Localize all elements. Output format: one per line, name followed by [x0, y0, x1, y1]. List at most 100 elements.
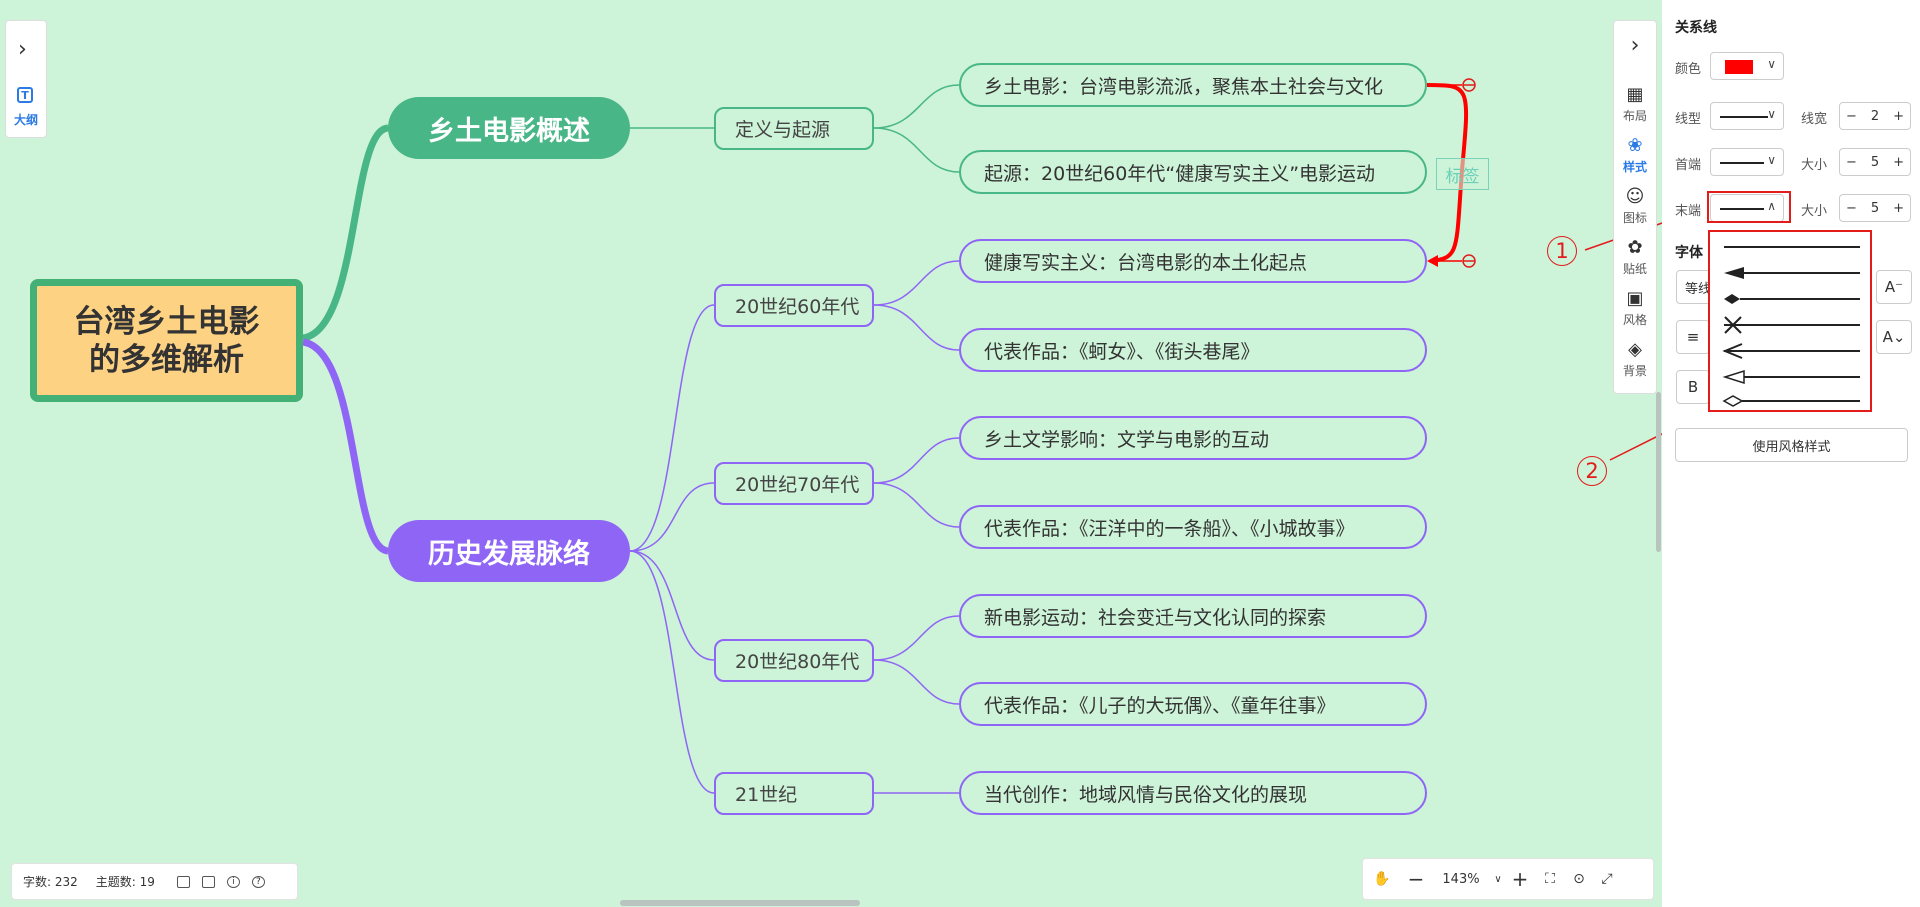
line-width-stepper[interactable]: −2+	[1839, 102, 1911, 130]
connector-branch-purple-sub	[629, 304, 715, 552]
right-toolbar: › ▦布局 ❀样式 ☺图标 ✿贴纸 ▣风格 ◈背景	[1613, 20, 1657, 394]
relation-section-title: 关系线	[1675, 20, 1717, 36]
connector-sub-leaf	[873, 659, 960, 705]
palette-icon: ❀	[1627, 135, 1643, 156]
hand-icon[interactable]: ✋	[1373, 871, 1391, 887]
end-style-dropdown	[1708, 230, 1872, 412]
color-swatch	[1725, 60, 1753, 74]
bold-button[interactable]: B	[1676, 370, 1710, 404]
connector-sub-leaf	[873, 437, 960, 484]
leaf-topic[interactable]: 代表作品：《汪洋中的一条船》、《小城故事》	[959, 505, 1427, 549]
start-size-stepper[interactable]: −5+	[1839, 148, 1911, 176]
line-type-label: 线型	[1675, 112, 1702, 127]
zoom-out-button[interactable]: −	[1407, 867, 1425, 891]
fit-screen-icon[interactable]: ⛶	[1545, 871, 1555, 887]
end-option-hollow-triangle[interactable]	[1722, 368, 1862, 386]
leaf-topic[interactable]: 代表作品：《儿子的大玩偶》、《童年往事》	[959, 682, 1427, 726]
leaf-topic[interactable]: 起源：20世纪60年代“健康写实主义”电影运动	[959, 150, 1427, 194]
font-color-icon[interactable]: A⌄	[1876, 320, 1912, 354]
leaf-topic[interactable]: 乡土电影：台湾电影流派，聚焦本土社会与文化	[959, 63, 1427, 107]
connector-branch-purple-sub	[629, 550, 715, 794]
font-section-title: 字体	[1675, 245, 1703, 261]
line-width-label: 线宽	[1801, 112, 1828, 127]
end-option-cross[interactable]	[1722, 316, 1862, 334]
start-label: 首端	[1675, 158, 1702, 173]
chevron-right-icon[interactable]: ›	[18, 37, 27, 62]
vertical-scrollbar[interactable]	[1656, 392, 1661, 552]
subtopic-1960s[interactable]: 20世纪60年代	[714, 284, 874, 327]
zoom-in-button[interactable]: +	[1511, 867, 1529, 891]
color-picker[interactable]: ∨	[1710, 52, 1784, 80]
line-type-select[interactable]: ∨	[1710, 102, 1784, 130]
end-option-open-arrow[interactable]	[1722, 342, 1862, 360]
leaf-topic[interactable]: 新电影运动：社会变迁与文化认同的探索	[959, 594, 1427, 638]
end-option-filled-diamond[interactable]	[1722, 290, 1862, 308]
apply-style-button[interactable]: 使用风格样式	[1675, 428, 1908, 462]
end-size-stepper[interactable]: −5+	[1839, 194, 1911, 222]
end-option-filled-triangle[interactable]	[1722, 264, 1862, 282]
chevron-down-icon[interactable]: ∨	[1494, 873, 1502, 885]
chevron-up-icon: ∧	[1767, 199, 1776, 213]
zoom-level[interactable]: 143%	[1442, 871, 1480, 887]
connector-branch-purple-sub	[629, 550, 715, 661]
root-topic-line2: 的多维解析	[89, 341, 244, 378]
connector-sub-leaf	[873, 482, 960, 528]
word-count: 字数: 232	[23, 875, 78, 889]
leaf-topic[interactable]: 健康写实主义：台湾电影的本土化起点	[959, 239, 1427, 283]
connector-sub-leaf	[873, 260, 960, 306]
leaf-topic[interactable]: 代表作品：《蚵女》、《街头巷尾》	[959, 328, 1427, 372]
connector-sub-leaf	[873, 84, 960, 129]
chevron-down-icon: ∨	[1767, 107, 1776, 121]
connector-sub-leaf	[873, 304, 960, 351]
subtopic-1970s[interactable]: 20世纪70年代	[714, 462, 874, 505]
relation-label[interactable]: 标签	[1436, 158, 1489, 190]
mindmap-canvas[interactable]: 台湾乡土电影的多维解析 乡土电影概述 历史发展脉络 定义与起源 20世纪60年代…	[0, 0, 1662, 907]
annotation-marker-2: 2	[1577, 456, 1607, 486]
style-panel: 关系线 颜色 ∨ 线型 ∨ 线宽 −2+ 首端 ∨ 大小 −5+ 末端 ∧ 大小…	[1662, 0, 1920, 907]
annotation-marker-1: 1	[1547, 236, 1577, 266]
chevron-down-icon: ∨	[1767, 153, 1776, 167]
end-option-none[interactable]	[1722, 238, 1862, 256]
layout-icon: ▦	[1626, 84, 1644, 105]
toolbar-theme[interactable]: ▣风格	[1614, 289, 1656, 328]
end-option-hollow-diamond[interactable]	[1722, 392, 1862, 410]
horizontal-scrollbar[interactable]	[620, 900, 860, 906]
layers-icon: ◈	[1628, 339, 1642, 360]
toolbar-style[interactable]: ❀样式	[1614, 136, 1656, 175]
subtopic-1980s[interactable]: 20世纪80年代	[714, 639, 874, 682]
status-bar: 字数: 232 主题数: 19 i ?	[11, 863, 298, 900]
root-topic[interactable]: 台湾乡土电影的多维解析	[30, 279, 303, 402]
help-icon[interactable]: ?	[251, 875, 265, 888]
branch-topic-history[interactable]: 历史发展脉络	[388, 520, 630, 582]
font-size-icon[interactable]: A⁻	[1876, 270, 1912, 304]
smiley-icon: ☺	[1625, 186, 1645, 207]
keyboard-icon[interactable]	[176, 875, 190, 888]
subtopic-21st-century[interactable]: 21世纪	[714, 772, 874, 815]
layout-icon[interactable]	[201, 875, 215, 888]
end-size-label: 大小	[1801, 204, 1828, 219]
end-style-select[interactable]: ∧	[1710, 194, 1784, 222]
branch-topic-overview[interactable]: 乡土电影概述	[388, 97, 630, 159]
toolbar-sticker[interactable]: ✿贴纸	[1614, 238, 1656, 277]
toolbar-background[interactable]: ◈背景	[1614, 340, 1656, 379]
end-style-highlight	[1707, 191, 1791, 223]
connector-branch-purple-sub	[629, 482, 715, 552]
grid-icon: ▣	[1626, 288, 1644, 309]
root-topic-line1: 台湾乡土电影	[73, 303, 260, 340]
toolbar-layout[interactable]: ▦布局	[1614, 85, 1656, 124]
connector-sub-leaf	[873, 127, 960, 173]
start-style-select[interactable]: ∨	[1710, 148, 1784, 176]
toolbar-icon[interactable]: ☺图标	[1614, 187, 1656, 226]
outline-label[interactable]: 大纲	[13, 113, 38, 127]
info-icon[interactable]: i	[226, 875, 240, 888]
leaf-topic[interactable]: 乡土文学影响：文学与电影的互动	[959, 416, 1427, 460]
align-left-icon[interactable]: ≡	[1676, 320, 1710, 354]
locate-icon[interactable]: ⊙	[1573, 871, 1585, 887]
chevron-right-icon[interactable]: ›	[1630, 33, 1640, 58]
chevron-down-icon: ∨	[1767, 57, 1776, 71]
subtopic-definition[interactable]: 定义与起源	[714, 107, 874, 150]
outline-icon[interactable]: T	[17, 87, 33, 103]
leaf-topic[interactable]: 当代创作：地域风情与民俗文化的展现	[959, 771, 1427, 815]
root-to-branch-purple	[302, 338, 390, 555]
fullscreen-icon[interactable]: ⤢	[1601, 871, 1613, 887]
